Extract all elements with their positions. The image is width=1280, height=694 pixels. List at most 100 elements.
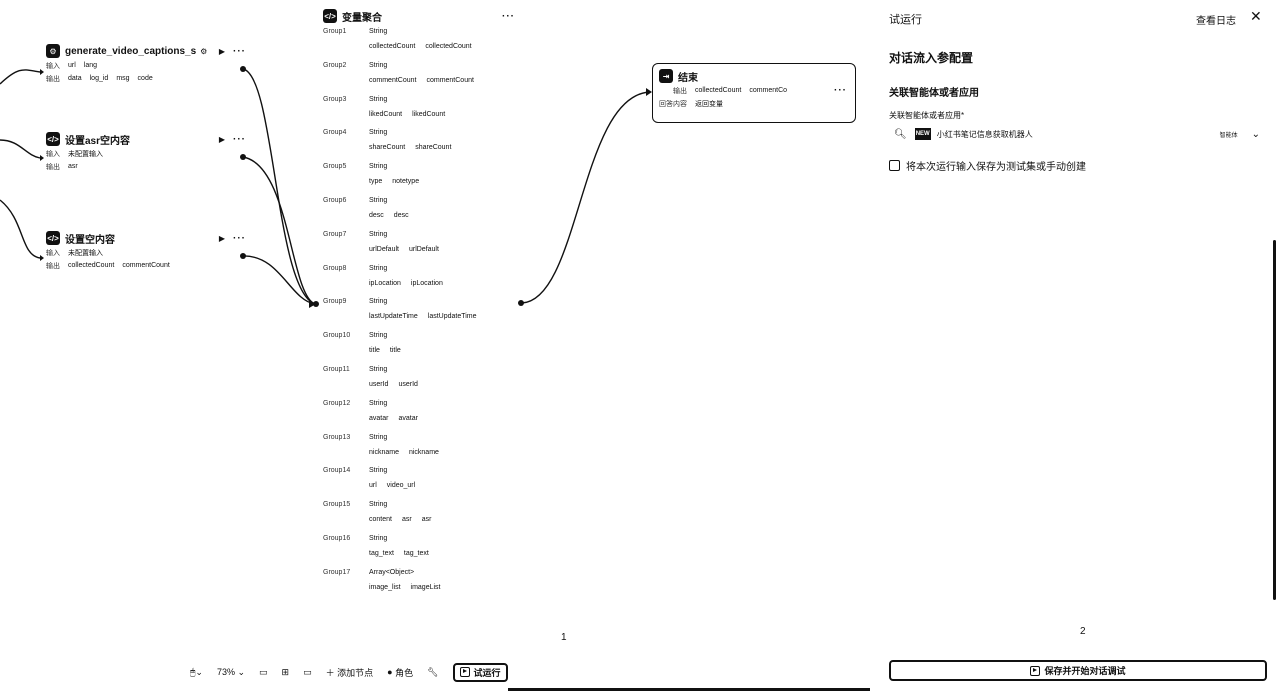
settings-icon[interactable]: ⚙ (200, 46, 208, 56)
run-node-icon[interactable]: ▶ (218, 134, 225, 144)
end-node[interactable]: ⇥ 结束 输出 collectedCount commentCo ··· 回答内… (652, 63, 856, 123)
return-label: 回答内容 (659, 100, 687, 108)
more-icon[interactable]: ··· (502, 10, 515, 22)
run-node-icon[interactable]: ▶ (218, 46, 225, 56)
node-title: 变量聚合 (342, 12, 382, 24)
plugin-icon: ⚙ (46, 44, 60, 58)
group-var: shareCount (415, 144, 452, 152)
output-port[interactable] (240, 154, 246, 160)
plugin-node-generate-captions[interactable]: ⚙ generate_video_captions_s ⚙ ▶ ··· 输入 u… (46, 43, 246, 85)
group-label: Group8 (323, 264, 347, 272)
wrench-icon[interactable]: 🔧︎ (427, 666, 439, 677)
chevron-down-icon[interactable]: ⌄ (1251, 128, 1260, 140)
code-node-asr[interactable]: </> 设置asr空内容 ▶ ··· 输入 未配置输入 输出 asr (46, 131, 246, 173)
group-label: Group11 (323, 366, 350, 373)
group-type: String (369, 433, 388, 441)
group-var: content (369, 516, 392, 524)
group-var: desc (393, 212, 409, 219)
group-label: Group12 (323, 399, 351, 407)
group-label: Group2 (323, 61, 347, 69)
run-node-icon[interactable]: ▶ (218, 233, 225, 243)
save-testset-option[interactable]: 将本次运行输入保存为测试集或手动创建 (889, 158, 1086, 173)
minimap-icon[interactable]: ▭ (259, 666, 268, 677)
save-and-debug-button[interactable]: 保存并开始对话调试 (889, 660, 1267, 681)
code-node-empty[interactable]: </> 设置空内容 ▶ ··· 输入 未配置输入 输出 collectedCou… (46, 230, 246, 272)
end-icon: ⇥ (659, 69, 673, 83)
comment-icon[interactable]: ▭ (303, 666, 312, 677)
checkbox[interactable] (889, 160, 900, 171)
group-var: userId (398, 381, 418, 388)
more-icon[interactable]: ··· (233, 133, 246, 145)
aggregate-icon: </> (323, 9, 337, 23)
workflow-canvas[interactable]: ⚙ generate_video_captions_s ⚙ ▶ ··· 输入 u… (0, 0, 870, 694)
group-label: Group17 (323, 568, 351, 576)
test-run-panel: 试运行 查看日志 ✕ 对话流入参配置 关联智能体或者应用 关联智能体或者应用* … (870, 0, 1280, 694)
group-type: String (369, 366, 388, 373)
subsection-title: 关联智能体或者应用 (889, 88, 979, 99)
inputs-label: 输入 (46, 150, 60, 158)
agent-type-badge: 智能体 (1219, 132, 1238, 139)
input-var: lang (83, 62, 98, 69)
output-var: data (68, 75, 82, 82)
play-icon (459, 667, 470, 677)
group-var: lastUpdateTime (369, 313, 418, 321)
group-var: ipLocation (410, 279, 443, 287)
group-var: asr (421, 516, 432, 524)
group-var: likedCount (412, 110, 446, 118)
field-label: 关联智能体或者应用* (889, 111, 965, 120)
node-title: 设置空内容 (65, 234, 115, 246)
inputs-value: 未配置输入 (68, 249, 103, 257)
group-type: Array<Object> (369, 568, 415, 576)
test-run-button[interactable]: 试运行 (452, 662, 508, 682)
output-var: msg (116, 75, 130, 82)
group-var: ipLocation (369, 279, 401, 287)
input-port[interactable] (313, 301, 319, 307)
group-var: url (369, 482, 377, 490)
group-var: tag_text (403, 550, 429, 557)
aggregate-group-vars: ipLocation ipLocation (369, 280, 453, 287)
output-port[interactable] (240, 253, 246, 259)
view-log-link[interactable]: 查看日志 (1196, 16, 1236, 27)
output-var: commentCo (749, 87, 788, 94)
group-type: String (369, 501, 388, 509)
input-var: url (68, 62, 76, 69)
output-port[interactable] (240, 66, 246, 72)
scrollbar[interactable] (1273, 240, 1276, 600)
return-value: 返回变量 (695, 100, 723, 108)
section-title: 对话流入参配置 (889, 51, 974, 65)
group-type: String (369, 332, 388, 340)
close-icon[interactable]: ✕ (1250, 8, 1262, 24)
group-label: Group5 (323, 163, 347, 171)
role-button[interactable]: ● 角色 (387, 667, 414, 678)
output-port[interactable] (518, 300, 524, 306)
group-var: notetype (392, 178, 420, 186)
zoom-level[interactable]: 73% ⌄ (216, 666, 246, 678)
group-var: asr (401, 516, 412, 524)
step-marker: 2 (1080, 626, 1086, 637)
layout-icon[interactable]: ⊞ (281, 666, 290, 677)
group-label: Group9 (323, 298, 347, 306)
panel-title: 试运行 (889, 14, 922, 26)
inputs-label: 输入 (46, 249, 60, 257)
group-var: avatar (398, 414, 418, 422)
add-node-label: 添加节点 (337, 667, 374, 678)
more-icon[interactable]: ··· (233, 232, 246, 244)
divider (508, 688, 870, 691)
more-icon[interactable]: ··· (834, 85, 847, 96)
aggregate-group-row: Group11 String (323, 366, 387, 373)
code-icon: </> (46, 132, 60, 146)
more-icon[interactable]: ··· (233, 45, 246, 57)
agent-select[interactable]: 🔍︎ NEW 小红书笔记信息获取机器人 智能体 ⌄ (894, 126, 1260, 142)
add-node-button[interactable]: ＋ 添加节点 (325, 667, 374, 678)
group-type: String (369, 230, 388, 238)
group-var: imageList (410, 583, 441, 591)
mouse-mode-icon[interactable]: 🖱︎⌄ (190, 666, 203, 677)
